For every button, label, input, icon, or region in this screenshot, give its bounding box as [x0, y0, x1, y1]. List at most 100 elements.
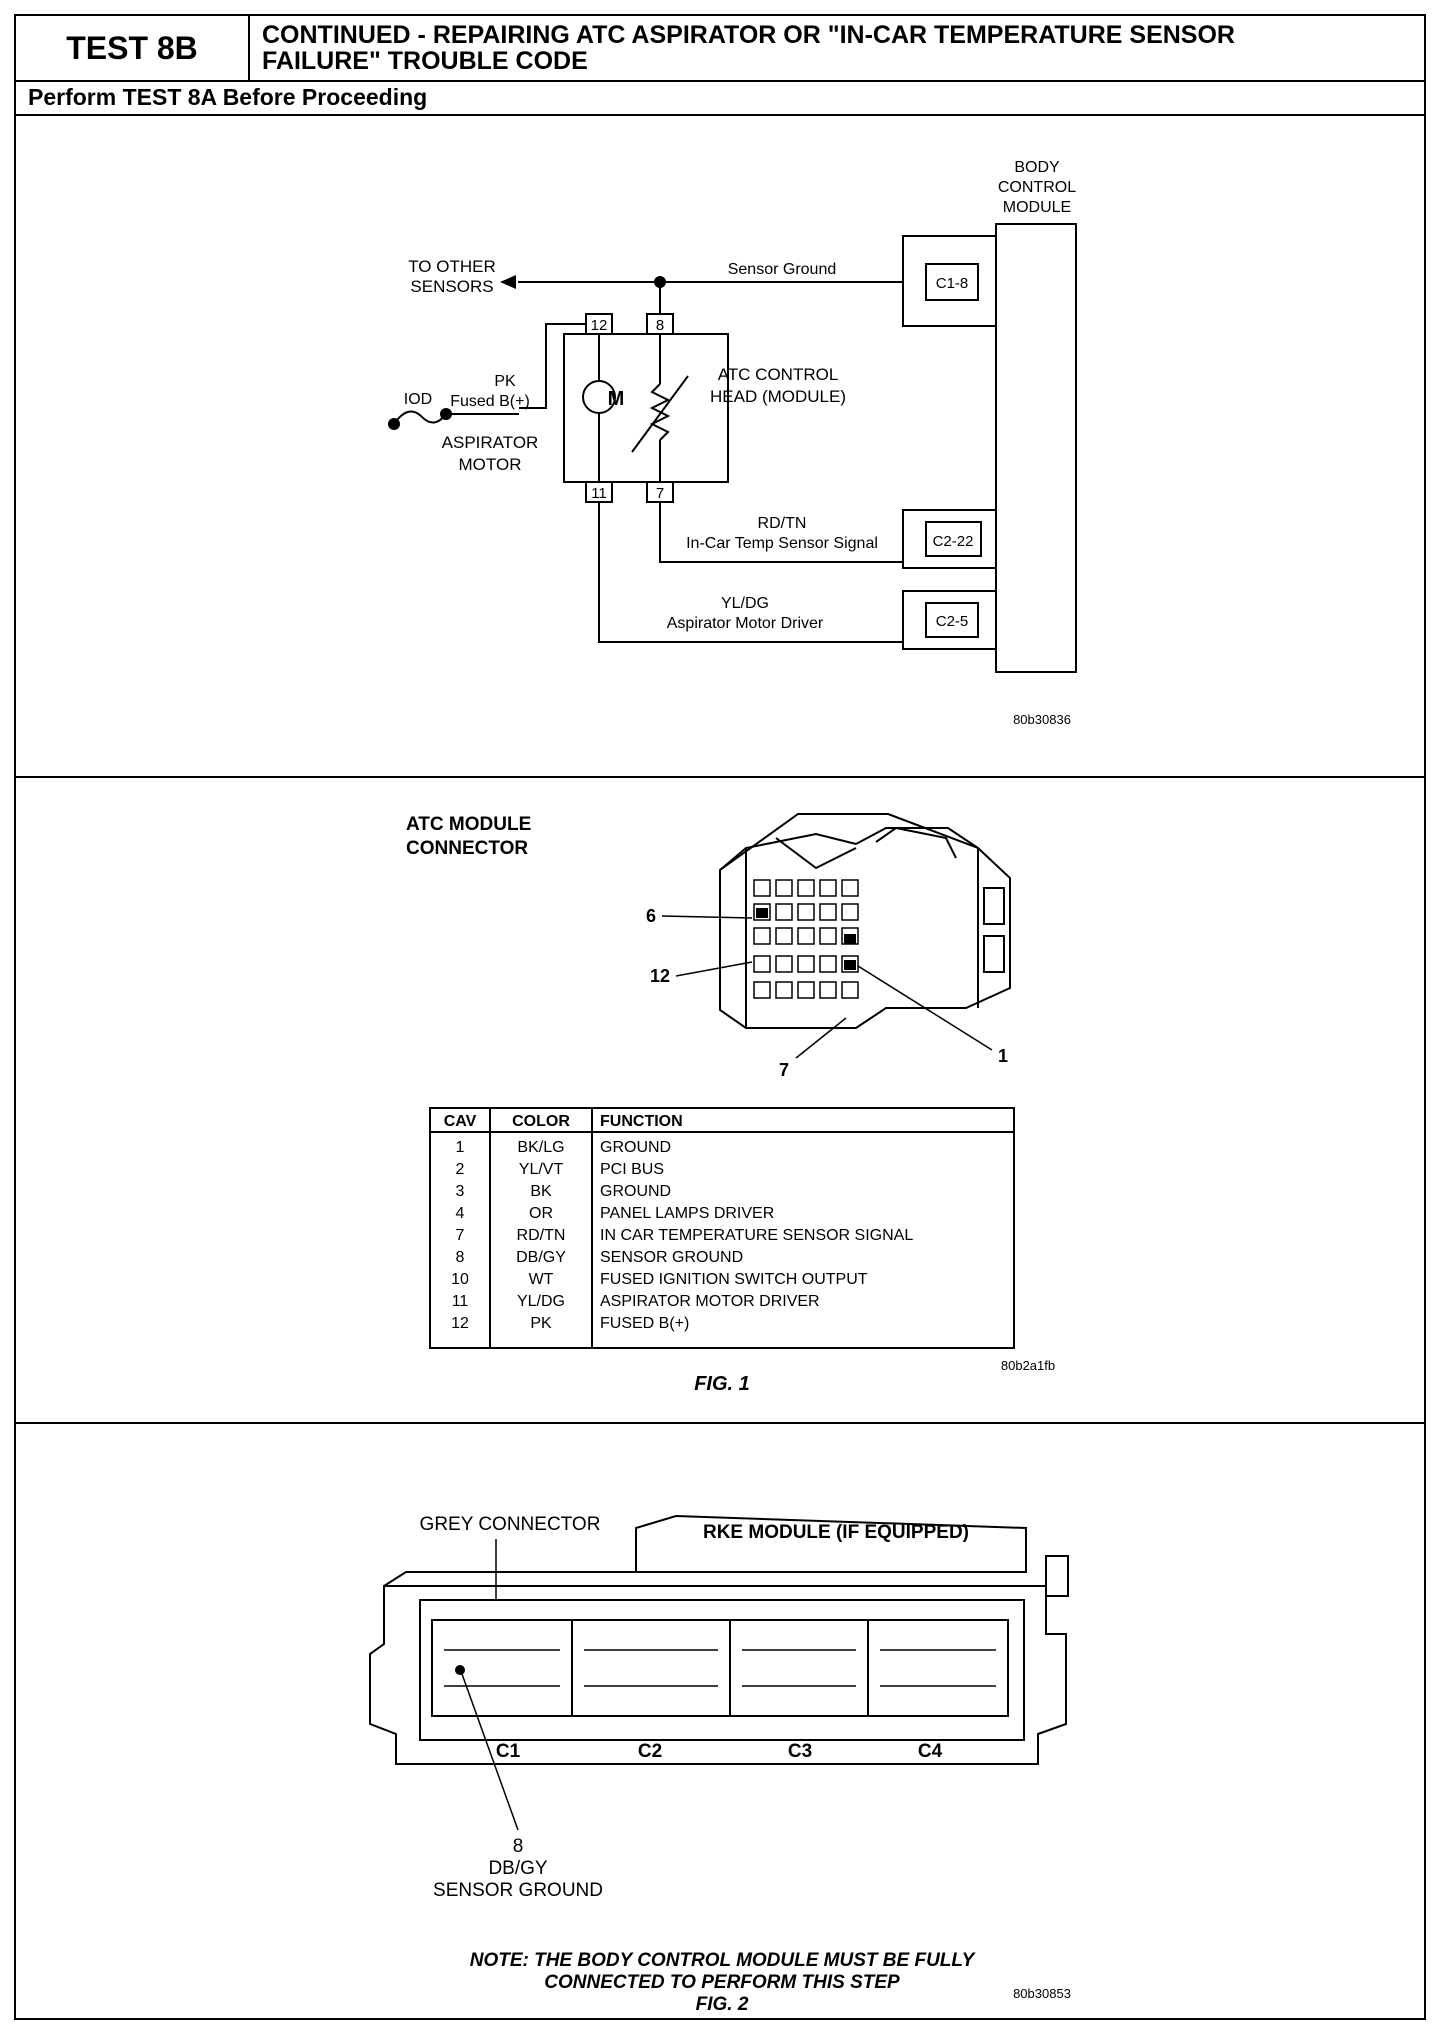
- pin-12-label: 12: [591, 317, 608, 334]
- callout-1: 1: [998, 1046, 1008, 1066]
- fig1-section: ATC MODULE CONNECTOR: [16, 778, 1424, 1424]
- row8-color: YL/DG: [517, 1293, 565, 1310]
- aspirator-driver-label: Aspirator Motor Driver: [667, 615, 824, 632]
- row4-cav: 4: [456, 1205, 465, 1222]
- service-manual-page: TEST 8B CONTINUED - REPAIRING ATC ASPIRA…: [14, 14, 1426, 2020]
- c2-22-label: C2-22: [933, 533, 974, 550]
- row3-color: BK: [530, 1183, 552, 1200]
- rd-tn-wire: [659, 502, 903, 563]
- pk-wire: [519, 323, 586, 409]
- image-code-3: 80b30853: [1013, 1986, 1071, 2001]
- row7-function: FUSED IGNITION SWITCH OUTPUT: [600, 1271, 868, 1288]
- sensor-ground-label: Sensor Ground: [728, 261, 837, 278]
- c2-5-pin-box: [925, 602, 979, 638]
- yl-dg-label: YL/DG: [721, 595, 769, 612]
- bcm-c2-22-connector: [902, 509, 997, 569]
- callout-12: 12: [650, 966, 670, 986]
- bcm-label-2: CONTROL: [998, 179, 1076, 196]
- callout-7: 7: [779, 1060, 789, 1080]
- row4-function: PANEL LAMPS DRIVER: [600, 1205, 774, 1222]
- c1-block: [431, 1619, 573, 1717]
- wiring-diagram: M BODY CONTROL MODULE TO OTHER SENSORS S…: [388, 159, 1077, 727]
- c1-8-pin-box: [925, 263, 979, 301]
- motor-letter: M: [608, 388, 625, 410]
- prerequisite-text: Perform TEST 8A Before Proceeding: [28, 84, 428, 110]
- row2-color: YL/VT: [519, 1161, 564, 1178]
- cav-table: [429, 1107, 1015, 1349]
- image-code-1: 80b30836: [1013, 712, 1071, 727]
- row9-cav: 12: [451, 1315, 469, 1332]
- bcm-housing: [369, 1514, 1069, 1765]
- image-code-2: 80b2a1fb: [1001, 1358, 1055, 1373]
- connector-cavities: [753, 879, 859, 999]
- note-line-1: NOTE: THE BODY CONTROL MODULE MUST BE FU…: [470, 1950, 977, 1971]
- note-line-2: CONNECTED TO PERFORM THIS STEP: [544, 1972, 900, 1993]
- row7-cav: 10: [451, 1271, 469, 1288]
- pk-label: PK: [494, 373, 516, 390]
- title-line-2: FAILURE" TROUBLE CODE: [262, 47, 588, 75]
- test-number: TEST 8B: [16, 16, 250, 80]
- row6-cav: 8: [456, 1249, 465, 1266]
- connector-c3: C3: [788, 1741, 812, 1762]
- fuse-symbol: [393, 410, 447, 425]
- aspirator-motor-label-1: ASPIRATOR: [442, 433, 539, 452]
- table-header-color: COLOR: [512, 1113, 570, 1130]
- row9-function: FUSED B(+): [600, 1315, 689, 1332]
- bcm-c2-5-connector: [902, 590, 997, 650]
- atc-connector-figure: ATC MODULE CONNECTOR: [406, 813, 1055, 1395]
- atc-head-label-2: HEAD (MODULE): [710, 387, 846, 406]
- c1-8-label: C1-8: [936, 275, 969, 292]
- pin-11-label: 11: [591, 485, 607, 502]
- callout-color: DB/GY: [488, 1858, 547, 1879]
- table-header-cav: CAV: [444, 1113, 477, 1130]
- connector-drawing: [719, 813, 1011, 1029]
- row2-cav: 2: [456, 1161, 465, 1178]
- callout-function: SENSOR GROUND: [433, 1880, 603, 1901]
- prerequisite-row: Perform TEST 8A Before Proceeding: [16, 80, 1424, 116]
- row1-cav: 1: [456, 1139, 465, 1156]
- row7-color: WT: [529, 1271, 554, 1288]
- to-other-sensors-1: TO OTHER: [408, 257, 496, 276]
- grey-connector-label: GREY CONNECTOR: [420, 1514, 601, 1535]
- row8-function: ASPIRATOR MOTOR DRIVER: [600, 1293, 820, 1310]
- connector-c2: C2: [638, 1741, 662, 1762]
- to-other-sensors-2: SENSORS: [410, 277, 493, 296]
- row3-cav: 3: [456, 1183, 465, 1200]
- row5-cav: 7: [456, 1227, 465, 1244]
- atc-head-label-1: ATC CONTROL: [718, 365, 839, 384]
- row5-function: IN CAR TEMPERATURE SENSOR SIGNAL: [600, 1227, 913, 1244]
- bcm-box: [995, 223, 1077, 673]
- c4-block: [867, 1619, 1009, 1717]
- connector-title-1: ATC MODULE: [406, 814, 531, 835]
- bcm-label-1: BODY: [1014, 159, 1060, 176]
- pin-8-label: 8: [656, 317, 664, 334]
- rke-module-label: RKE MODULE (IF EQUIPPED): [703, 1522, 969, 1543]
- header-row: TEST 8B CONTINUED - REPAIRING ATC ASPIRA…: [16, 16, 1424, 82]
- yl-dg-wire: [598, 502, 903, 643]
- c3-block: [729, 1619, 869, 1717]
- aspirator-motor-label-2: MOTOR: [459, 455, 522, 474]
- c2-5-label: C2-5: [936, 613, 969, 630]
- incar-signal-label: In-Car Temp Sensor Signal: [686, 535, 878, 552]
- callout-pin: 8: [513, 1836, 524, 1857]
- fig2-section: GREY CONNECTOR RKE MODULE (IF EQUIPPED): [16, 1424, 1424, 2018]
- callout-6: 6: [646, 906, 656, 926]
- table-header-function: FUNCTION: [600, 1113, 683, 1130]
- connector-c4: C4: [918, 1741, 943, 1762]
- row1-function: GROUND: [600, 1139, 671, 1156]
- wiring-diagram-section: M BODY CONTROL MODULE TO OTHER SENSORS S…: [16, 114, 1424, 778]
- connector-blocks: [431, 1619, 1009, 1717]
- row4-color: OR: [529, 1205, 553, 1222]
- row2-function: PCI BUS: [600, 1161, 664, 1178]
- pin-7-label: 7: [656, 485, 664, 502]
- page-title: CONTINUED - REPAIRING ATC ASPIRATOR OR "…: [262, 22, 1412, 74]
- fig1-caption: FIG. 1: [694, 1373, 750, 1395]
- iod-label: IOD: [404, 391, 432, 408]
- fig2-caption: FIG. 2: [696, 1994, 749, 2015]
- title-line-1: CONTINUED - REPAIRING ATC ASPIRATOR OR "…: [262, 21, 1235, 49]
- bcm-connector-figure: GREY CONNECTOR RKE MODULE (IF EQUIPPED): [369, 1514, 1071, 2015]
- row6-color: DB/GY: [516, 1249, 566, 1266]
- connector-c1: C1: [496, 1741, 521, 1762]
- row3-function: GROUND: [600, 1183, 671, 1200]
- row9-color: PK: [530, 1315, 552, 1332]
